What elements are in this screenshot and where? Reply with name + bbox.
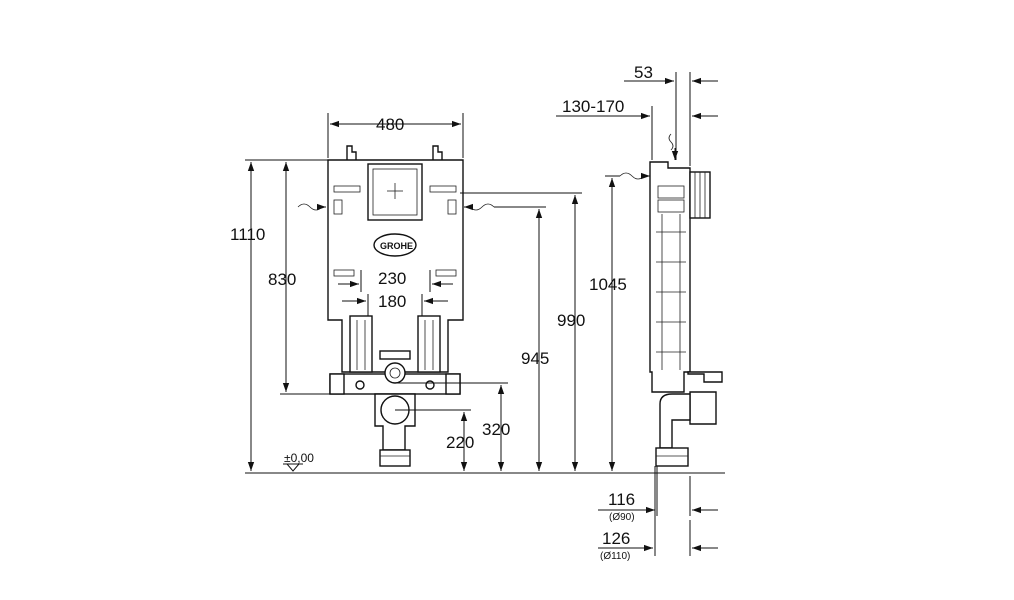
- dim-130-170-label: 130-170: [562, 97, 624, 116]
- dim-116-label: 116: [608, 490, 635, 509]
- dim-height-220: 220: [395, 409, 474, 471]
- dim-53-label: 53: [634, 63, 653, 82]
- dim-830-label: 830: [268, 270, 296, 289]
- floor-level-label: ±0,00: [284, 451, 314, 465]
- dim-116-dia-label: (Ø90): [609, 512, 635, 523]
- dim-990-label: 990: [557, 311, 585, 330]
- dim-height-990: 990: [460, 192, 585, 471]
- floor-level-marker: ±0,00: [283, 451, 314, 472]
- dim-width-230: 230: [338, 269, 453, 292]
- grohe-logo: GROHE: [373, 233, 417, 257]
- dim-height-830: 830: [268, 162, 330, 395]
- dim-126-label: 126: [602, 529, 630, 548]
- grohe-logo-text: GROHE: [380, 241, 413, 251]
- dim-945-label: 945: [521, 349, 549, 368]
- dim-320-label: 320: [482, 420, 510, 439]
- dim-230-label: 230: [378, 269, 406, 288]
- dim-1045-label: 1045: [589, 275, 627, 294]
- dim-180-label: 180: [378, 292, 406, 311]
- dim-width-180: 180: [342, 292, 448, 316]
- dim-480-label: 480: [376, 115, 404, 134]
- side-view-frame: [619, 133, 723, 467]
- dim-220-label: 220: [446, 433, 474, 452]
- dim-height-945: 945: [494, 206, 549, 471]
- dim-height-320: 320: [395, 382, 510, 471]
- dim-height-1110: 1110: [230, 159, 328, 471]
- dim-width-480: 480: [327, 113, 464, 158]
- dim-pipe-126: 126 (Ø110): [598, 466, 718, 562]
- dim-depth-130-170: 130-170: [556, 97, 718, 160]
- front-view-frame: GROHE: [297, 145, 495, 467]
- dim-1110-label: 1110: [230, 225, 265, 244]
- dim-pipe-116: 116 (Ø90): [598, 466, 718, 523]
- dim-height-1045: 1045: [589, 175, 627, 471]
- dim-126-dia-label: (Ø110): [600, 551, 630, 562]
- dim-depth-53: 53: [624, 63, 718, 166]
